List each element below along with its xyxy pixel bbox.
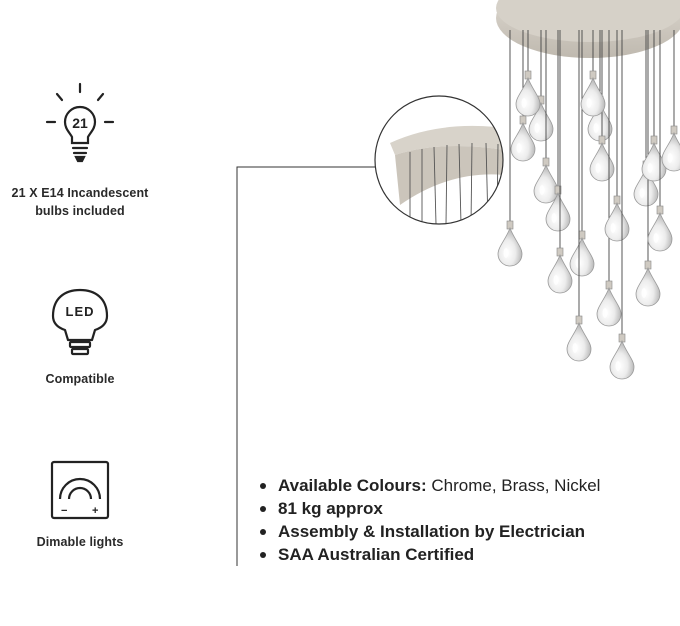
light-bulb-icon: 21	[45, 82, 115, 163]
pendant-highlight	[593, 123, 599, 133]
spec-item: Available Colours: Chrome, Brass, Nickel	[258, 474, 600, 497]
pendant-glass-drop	[545, 191, 571, 232]
spec-item: SAA Australian Certified	[258, 543, 600, 566]
pendant-highlight	[534, 123, 540, 133]
pendant-glass-drop	[596, 286, 622, 327]
pendant-highlight	[521, 98, 527, 108]
pendant-highlight	[539, 185, 545, 195]
pendant-highlight	[610, 223, 616, 233]
bulbs-caption-line2: bulbs included	[35, 204, 125, 218]
pendant-glass-drop	[510, 121, 536, 162]
pendant-glass-drop	[497, 226, 523, 267]
dimmable-caption: Dimable lights	[36, 535, 124, 549]
pendant-glass-drop	[604, 201, 630, 242]
spec-item: 81 kg approx	[258, 497, 600, 520]
pendant-highlight	[602, 308, 608, 318]
led-badge: LED	[66, 304, 95, 319]
pendant-highlight	[615, 361, 621, 371]
pendant-highlight	[586, 98, 592, 108]
pendant-highlight	[639, 188, 645, 198]
led-caption: Compatible	[45, 372, 115, 386]
feature-dimmable: − + Dimable lights	[0, 459, 160, 551]
dimmer-dial-icon: − +	[50, 460, 110, 520]
spec-list: Available Colours: Chrome, Brass, Nickel…	[258, 474, 600, 566]
pendant-glass-drop	[647, 211, 673, 252]
pendant-glass-drop	[633, 166, 659, 207]
pendant-glass-drop	[580, 76, 606, 117]
bulb-count-badge: 21	[72, 115, 88, 131]
pendant-highlight	[641, 288, 647, 298]
pendant-glass-drop	[589, 141, 615, 182]
spec-label: Available Colours:	[278, 476, 427, 495]
feature-bulbs: 21 21 X E14 Incandescent bulbs included	[0, 82, 160, 220]
pendant-highlight	[647, 163, 653, 173]
feature-led: LED Compatible	[0, 286, 160, 388]
canopy-zoom-callout	[374, 95, 504, 225]
pendant-glass-drop	[533, 163, 559, 204]
pendant-glass-drop	[547, 253, 573, 294]
spec-value: Chrome, Brass, Nickel	[426, 476, 601, 495]
spec-item: Assembly & Installation by Electrician	[258, 520, 600, 543]
pendant-glass-drop	[528, 101, 554, 142]
dimmer-plus-glyph: +	[92, 505, 98, 517]
led-bulb-icon: LED	[51, 288, 109, 356]
pendant-highlight	[575, 258, 581, 268]
pendant-highlight	[553, 275, 559, 285]
pendant-glass-drop	[609, 339, 635, 380]
dimmer-minus-glyph: −	[61, 505, 67, 517]
chandelier-pendants	[497, 30, 680, 380]
pendant-highlight	[503, 248, 509, 258]
spec-label: 81 kg approx	[278, 499, 383, 518]
spec-label: SAA Australian Certified	[278, 545, 475, 564]
pendant-highlight	[572, 343, 578, 353]
pendant-glass-drop	[635, 266, 661, 307]
pendant-glass-drop	[661, 131, 680, 172]
bulbs-caption-line1: 21 X E14 Incandescent	[11, 186, 149, 200]
pendant-glass-drop	[569, 236, 595, 277]
bulbs-caption: 21 X E14 Incandescent bulbs included	[0, 184, 160, 220]
pendant-glass-drop	[515, 76, 541, 117]
pendant-highlight	[653, 233, 659, 243]
pendant-highlight	[667, 153, 673, 163]
spec-label: Assembly & Installation by Electrician	[278, 522, 586, 541]
pendant-highlight	[551, 213, 557, 223]
pendant-highlight	[516, 143, 522, 153]
pendant-highlight	[595, 163, 601, 173]
pendant-glass-drop	[566, 321, 592, 362]
